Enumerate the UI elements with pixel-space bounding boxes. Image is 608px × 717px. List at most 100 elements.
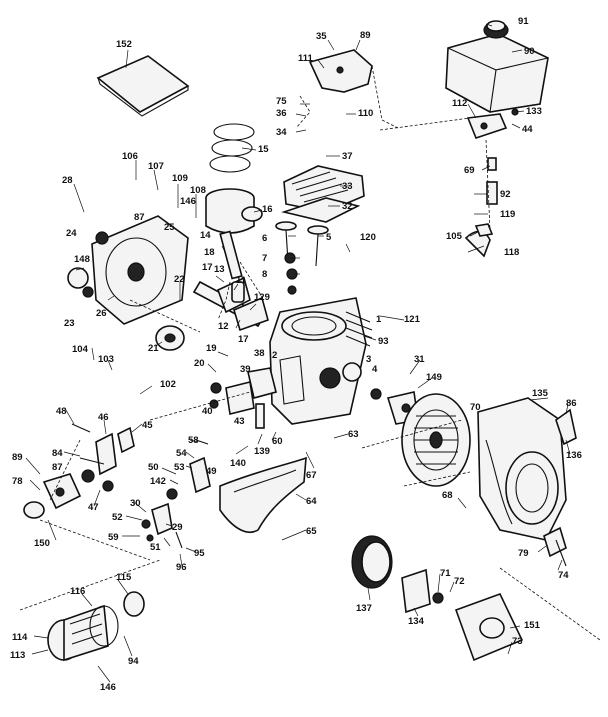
callout-69: 69 [464,165,475,176]
mounting-bracket [308,49,399,129]
muffler [401,568,524,662]
callout-44: 44 [522,124,533,135]
callout-106: 106 [122,151,138,162]
fuel-fittings [464,157,498,258]
callout-114: 114 [12,632,28,643]
callout-116: 116 [70,586,85,597]
callout-137: 137 [356,603,372,614]
callout-87-lower: 87 [52,462,63,473]
callout-118: 118 [504,247,519,258]
callout-39: 39 [240,364,251,375]
fuel-tank [445,20,549,139]
callout-90: 90 [524,46,535,57]
callout-13: 13 [214,264,225,275]
callout-58: 58 [188,435,199,446]
engine-shroud [219,456,307,534]
callout-135: 135 [532,388,549,399]
callout-65: 65 [306,526,317,537]
callout-53: 53 [174,462,185,473]
callout-150: 150 [34,538,50,549]
callout-54: 54 [176,448,187,459]
callout-105: 105 [446,231,463,242]
callout-86: 86 [566,398,577,409]
callout-63: 63 [348,429,359,440]
callout-120: 120 [360,232,376,243]
callout-52: 52 [112,512,123,523]
callout-18: 18 [204,247,215,258]
callout-28: 28 [62,175,73,186]
callout-50: 50 [148,462,159,473]
callout-146-upper: 146 [180,196,196,207]
callout-6: 6 [262,233,267,244]
callout-67: 67 [306,470,317,481]
crankshaft [192,276,269,332]
piston [205,188,263,280]
callout-140: 140 [230,458,246,469]
callout-91: 91 [518,16,529,27]
callout-64: 64 [306,496,317,507]
callout-68: 68 [442,490,453,501]
blower-housing [477,397,567,541]
cylinder-head [281,165,365,223]
callout-37: 37 [342,151,353,162]
callout-4: 4 [372,364,378,375]
callout-74: 74 [558,570,569,581]
carburetor-linkage [71,423,135,492]
callout-75: 75 [276,96,287,107]
callout-33: 33 [342,181,353,192]
flywheel [401,393,471,487]
callout-121: 121 [404,314,421,325]
callout-1: 1 [376,314,382,325]
callout-89: 89 [360,30,371,41]
callout-94: 94 [128,656,139,667]
callout-22: 22 [174,274,185,285]
callout-51: 51 [150,542,161,553]
engine-block [269,297,373,425]
callout-36: 36 [276,108,287,119]
callout-38: 38 [254,348,265,359]
callout-95: 95 [194,548,205,559]
callout-30: 30 [130,498,141,509]
callout-78: 78 [12,476,23,487]
callout-45: 45 [142,420,153,431]
governor-linkage [141,439,211,549]
callout-19: 19 [206,343,217,354]
assembly-guide-lines [39,95,601,641]
callout-110: 110 [358,108,373,119]
gasket-pad [96,55,190,117]
starter-cup [351,535,393,589]
callout-72: 72 [454,576,465,587]
callout-148: 148 [74,254,90,265]
callout-20: 20 [194,358,205,369]
callout-3: 3 [366,354,371,365]
callout-25-upper: 25 [164,222,175,233]
callout-102: 102 [160,379,176,390]
leader-lines [25,23,571,683]
callout-152: 152 [116,39,132,50]
callout-108: 108 [190,185,206,196]
callout-24: 24 [66,228,77,239]
tab-bracket [555,408,577,446]
callout-31: 31 [414,354,425,365]
callout-151: 151 [524,620,541,631]
callout-60: 60 [272,436,283,447]
callout-115: 115 [116,572,132,583]
callout-8-left: 8 [262,269,267,280]
callout-35: 35 [316,31,327,42]
callout-29: 29 [172,522,183,533]
governor-gear [342,362,382,400]
callout-14: 14 [200,230,211,241]
callout-96: 96 [176,562,187,573]
callout-79: 79 [518,548,529,559]
callout-111: 111 [298,53,314,64]
callout-119: 119 [500,209,515,220]
callout-59: 59 [108,532,119,543]
callout-43: 43 [234,416,245,427]
callout-11: 11 [236,275,247,286]
valves [275,221,329,295]
callout-136: 136 [566,450,582,461]
callout-17-upper: 17 [202,262,213,273]
drive-pulley [155,325,185,351]
callout-107: 107 [148,161,164,172]
callout-129: 129 [254,292,270,303]
